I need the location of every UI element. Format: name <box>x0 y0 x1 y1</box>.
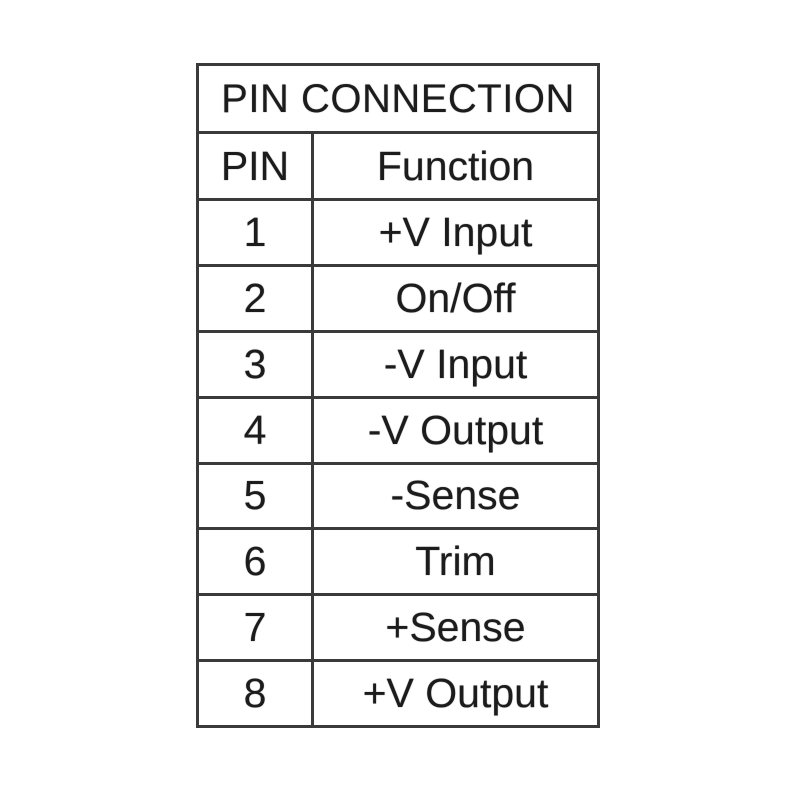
pin-number-cell: 1 <box>199 198 311 264</box>
function-cell: -Sense <box>311 461 597 528</box>
function-cell: On/Off <box>311 263 597 330</box>
function-cell: -V Output <box>311 395 597 462</box>
pin-number-cell: 8 <box>199 659 311 725</box>
pin-number-cell: 4 <box>199 395 311 462</box>
column-header-function: Function <box>311 131 597 198</box>
function-cell: -V Input <box>311 329 597 396</box>
table-title: PIN CONNECTION <box>221 76 575 121</box>
function-cell: +V Output <box>311 659 597 725</box>
pin-number-cell: 2 <box>199 263 311 330</box>
pin-number-cell: 5 <box>199 461 311 528</box>
pin-number-cell: 7 <box>199 593 311 659</box>
function-cell: +V Input <box>311 198 597 264</box>
column-header-pin: PIN <box>199 131 311 198</box>
pin-connection-table: PIN CONNECTION PIN Function 1 +V Input 2… <box>196 63 600 728</box>
function-cell: Trim <box>311 527 597 594</box>
function-cell: +Sense <box>311 593 597 660</box>
pin-number-cell: 3 <box>199 329 311 396</box>
pin-number-cell: 6 <box>199 527 311 593</box>
